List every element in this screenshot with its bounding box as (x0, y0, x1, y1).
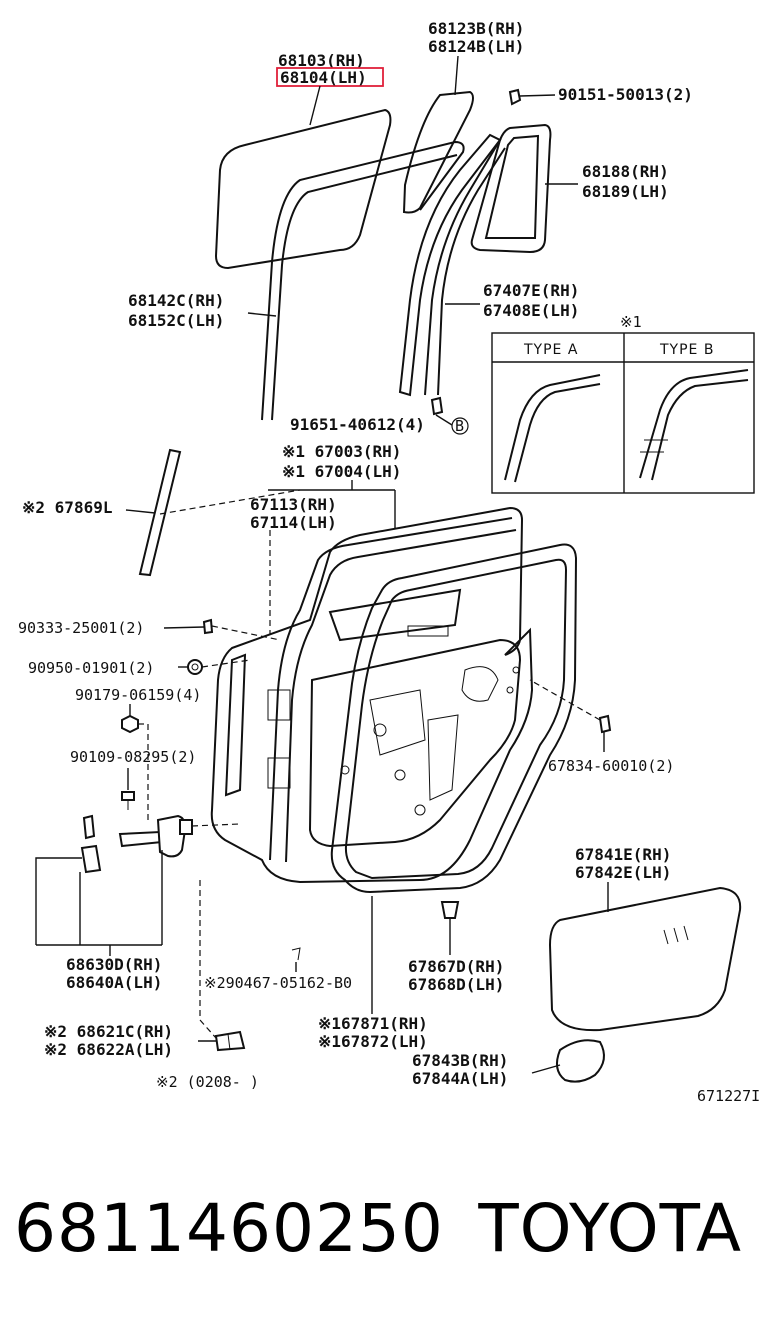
service-hole-cover (548, 886, 742, 1032)
note-mark-2: ※2 (0208- ) (156, 1073, 259, 1091)
label-67841e-rh: 67841E(RH) (575, 845, 671, 864)
label-67868d-lh: 67868D(LH) (408, 975, 504, 994)
label-67114-lh: 67114(LH) (250, 513, 337, 532)
plug-90950 (187, 659, 203, 675)
label-68142c-rh: 68142C(RH) (128, 291, 224, 310)
door-outer-panel (210, 506, 534, 884)
label-68189-lh: 68189(LH) (582, 182, 669, 201)
label-68188-rh: 68188(RH) (582, 162, 669, 181)
label-68621c-rh: ※2 68621C(RH) (44, 1022, 173, 1041)
bumper-68621c (214, 1030, 246, 1052)
figure-code: 671227I (697, 1087, 760, 1105)
label-67842e-lh: 67842E(LH) (575, 863, 671, 882)
type-a-profile (504, 374, 601, 481)
type-b-profile (639, 369, 749, 479)
label-90467: ※290467-05162-B0 (204, 974, 352, 992)
bolt-91651 (430, 396, 444, 416)
type-detail-box (491, 332, 755, 494)
callout-b-letter: B (455, 417, 464, 435)
label-90109: 90109-08295(2) (70, 748, 196, 766)
label-68103-rh: 68103(RH) (278, 51, 365, 70)
label-67004-lh: ※1 67004(LH) (282, 462, 401, 481)
door-glass (214, 108, 392, 270)
small-cover-67843b (555, 1039, 605, 1083)
label-67003-rh: ※1 67003(RH) (282, 442, 401, 461)
quarter-glass (402, 90, 474, 214)
part-number: 6811460250 (14, 1190, 444, 1267)
label-67407e-rh: 67407E(RH) (483, 281, 579, 300)
door-weatherstrip (330, 543, 578, 894)
bolt-90109 (121, 791, 135, 801)
label-67408e-lh: 67408E(LH) (483, 301, 579, 320)
label-67872-lh: ※167872(LH) (318, 1032, 428, 1051)
clip-67834 (598, 714, 612, 734)
nut-90179 (121, 714, 139, 734)
quarter-weatherstrip (470, 123, 552, 254)
door-inner-frame (269, 517, 513, 861)
label-91651: 91651-40612(4) (290, 415, 425, 434)
label-68630d-rh: 68630D(RH) (66, 955, 162, 974)
label-67869l: ※2 67869L (22, 498, 112, 517)
label-68622a-lh: ※2 68622A(LH) (44, 1040, 173, 1059)
label-68640a-lh: 68640A(LH) (66, 973, 162, 992)
label-68123b-rh: 68123B(RH) (428, 19, 524, 38)
label-90151: 90151-50013(2) (558, 85, 693, 104)
label-90950: 90950-01901(2) (28, 659, 154, 677)
type-a-label: TYPE A (523, 342, 578, 358)
screw-90151 (508, 88, 522, 106)
label-67844a-lh: 67844A(LH) (412, 1069, 508, 1088)
label-67113-rh: 67113(RH) (250, 495, 337, 514)
run-channel (261, 140, 465, 421)
label-67834: 67834-60010(2) (548, 757, 674, 775)
brand-name: TOYOTA (478, 1190, 742, 1267)
clip-67867d (440, 901, 460, 919)
label-67843b-rh: 67843B(RH) (412, 1051, 508, 1070)
label-68152c-lh: 68152C(LH) (128, 311, 224, 330)
door-check (118, 830, 164, 848)
door-check-bracket (80, 844, 102, 874)
label-68104-lh[interactable]: 68104(LH) (280, 68, 367, 87)
label-90179: 90179-06159(4) (75, 686, 201, 704)
label-90333: 90333-25001(2) (18, 619, 144, 637)
callout-circle-b (451, 417, 469, 435)
label-67871-rh: ※167871(RH) (318, 1014, 428, 1033)
clip-90333 (202, 618, 214, 635)
label-67867d-rh: 67867D(RH) (408, 957, 504, 976)
label-68124b-lh: 68124B(LH) (428, 37, 524, 56)
moulding-67869l (138, 448, 182, 577)
clip-90467 (291, 947, 301, 961)
mark-note-1: ※1 (620, 313, 642, 331)
type-b-label: TYPE B (659, 342, 714, 358)
highlight-box-68104 (276, 67, 384, 87)
